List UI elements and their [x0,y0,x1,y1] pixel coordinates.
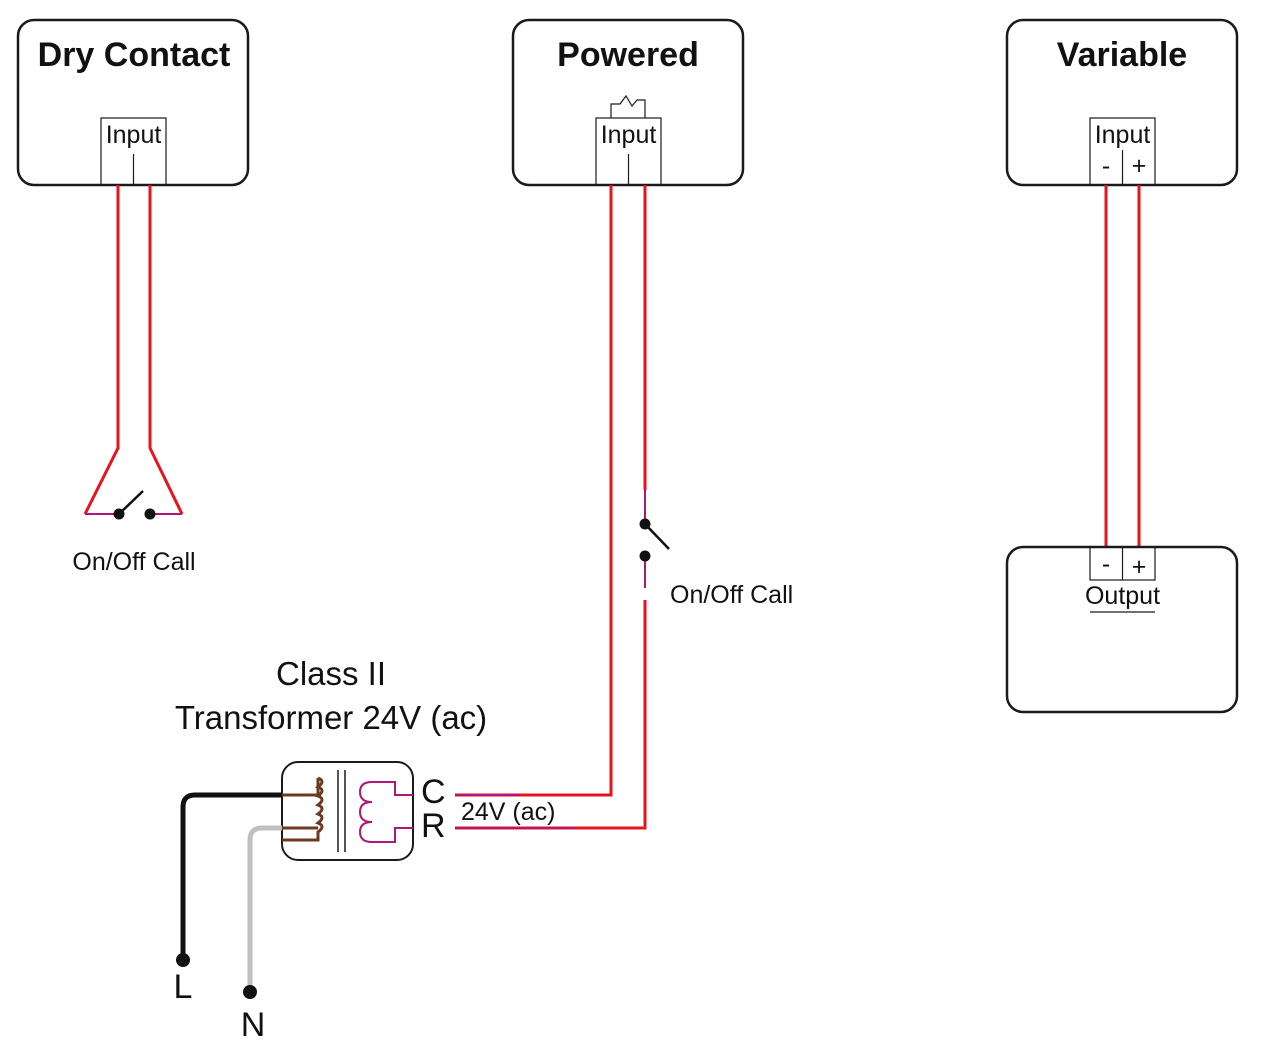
powered-title: Powered [557,36,699,74]
powered-input-label: Input [601,121,657,149]
voltage-label: 24V (ac) [461,798,555,826]
line-wire [180,792,282,960]
variable-output-minus: - [1102,550,1110,578]
power-symbol-icon [610,94,646,118]
powered-input-terminal: Input [595,117,662,186]
neutral-label: N [241,1006,266,1044]
transformer-title-line1: Class II [276,655,386,692]
transformer-title-line2: Transformer 24V (ac) [175,699,487,736]
variable-device: Variable Input - + [1005,18,1239,187]
variable-input-plus: + [1132,152,1147,180]
neutral-terminal [243,985,257,999]
variable-title: Variable [1057,36,1187,74]
dry-contact-input-terminal: Input [100,117,167,186]
variable-input-minus: - [1102,152,1110,180]
secondary-coil-icon [358,781,413,843]
primary-coil-icon [282,776,324,842]
transformer [281,761,414,861]
terminal-c-label: C [421,773,446,811]
powered-switch [639,518,670,562]
variable-output-device: - + Output [1005,545,1239,714]
dry-contact-title: Dry Contact [38,36,231,74]
powered-switch-label: On/Off Call [670,581,793,609]
transformer-box [281,761,414,861]
variable-output-label: Output [1085,582,1160,610]
dry-contact-device: Dry Contact Input [16,18,250,187]
dry-contact-switch-label: On/Off Call [72,548,195,576]
terminal-r-label: R [421,807,446,845]
variable-input-label: Input [1095,121,1151,149]
variable-output-terminal: - + Output [1085,546,1160,613]
variable-output-plus: + [1132,553,1147,581]
line-terminal [176,953,190,967]
dry-contact-wires [83,185,184,515]
dry-contact-input-label: Input [106,121,162,149]
variable-wires [1104,185,1141,547]
line-label: L [174,968,193,1006]
dry-contact-switch [113,490,156,520]
neutral-wire [247,825,282,992]
variable-input-terminal: Input - + [1089,117,1156,186]
powered-device: Powered Input [511,18,745,187]
